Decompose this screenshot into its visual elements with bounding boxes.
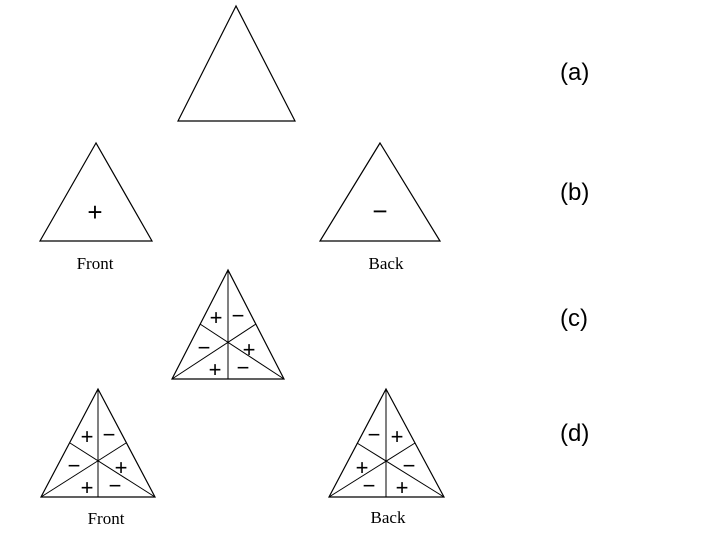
panel-a: (a) bbox=[177, 4, 589, 122]
caption-front-d: Front bbox=[88, 509, 125, 528]
sign-back-d: − bbox=[363, 473, 376, 498]
median-line bbox=[356, 442, 445, 498]
median-line bbox=[328, 442, 416, 498]
panel-label-a: (a) bbox=[560, 59, 589, 86]
sign-back-b: − bbox=[372, 196, 387, 226]
sign-back-d: + bbox=[356, 455, 369, 480]
median-line bbox=[69, 442, 156, 498]
sign-c: + bbox=[209, 357, 222, 382]
sign-front-d: − bbox=[109, 473, 122, 498]
sign-back-d: − bbox=[368, 422, 381, 447]
median-line bbox=[40, 442, 127, 498]
panel-label-d: (d) bbox=[560, 420, 589, 447]
sign-back-d: + bbox=[396, 475, 409, 500]
sign-c: − bbox=[198, 335, 211, 360]
sign-front-d: + bbox=[81, 475, 94, 500]
sign-front-b: + bbox=[87, 197, 102, 227]
caption-front-b: Front bbox=[77, 254, 114, 273]
caption-back-d: Back bbox=[371, 508, 406, 527]
median-line bbox=[199, 323, 285, 380]
caption-back-b: Back bbox=[369, 254, 404, 273]
sign-front-d: − bbox=[68, 453, 81, 478]
sign-c: + bbox=[210, 305, 223, 330]
sign-c: − bbox=[232, 303, 245, 328]
sign-front-d: − bbox=[103, 422, 116, 447]
sign-c: − bbox=[237, 355, 250, 380]
sign-back-d: + bbox=[391, 424, 404, 449]
sign-back-d: − bbox=[403, 453, 416, 478]
panel-label-c: (c) bbox=[560, 305, 588, 332]
panel-c: + − − + + − (c) bbox=[171, 268, 588, 382]
panel-label-b: (b) bbox=[560, 179, 589, 206]
panel-d: + − − + + − Front − + + − − + Back (d) bbox=[40, 387, 589, 528]
sign-front-d: + bbox=[81, 424, 94, 449]
sign-front-d: + bbox=[115, 455, 128, 480]
triangle-front-b bbox=[38, 141, 154, 242]
median-line bbox=[171, 323, 257, 380]
panel-b: + Front − Back (b) bbox=[38, 141, 589, 273]
triangle-plain bbox=[177, 4, 296, 122]
triangle-back-b bbox=[318, 141, 442, 242]
sign-c: + bbox=[243, 337, 256, 362]
